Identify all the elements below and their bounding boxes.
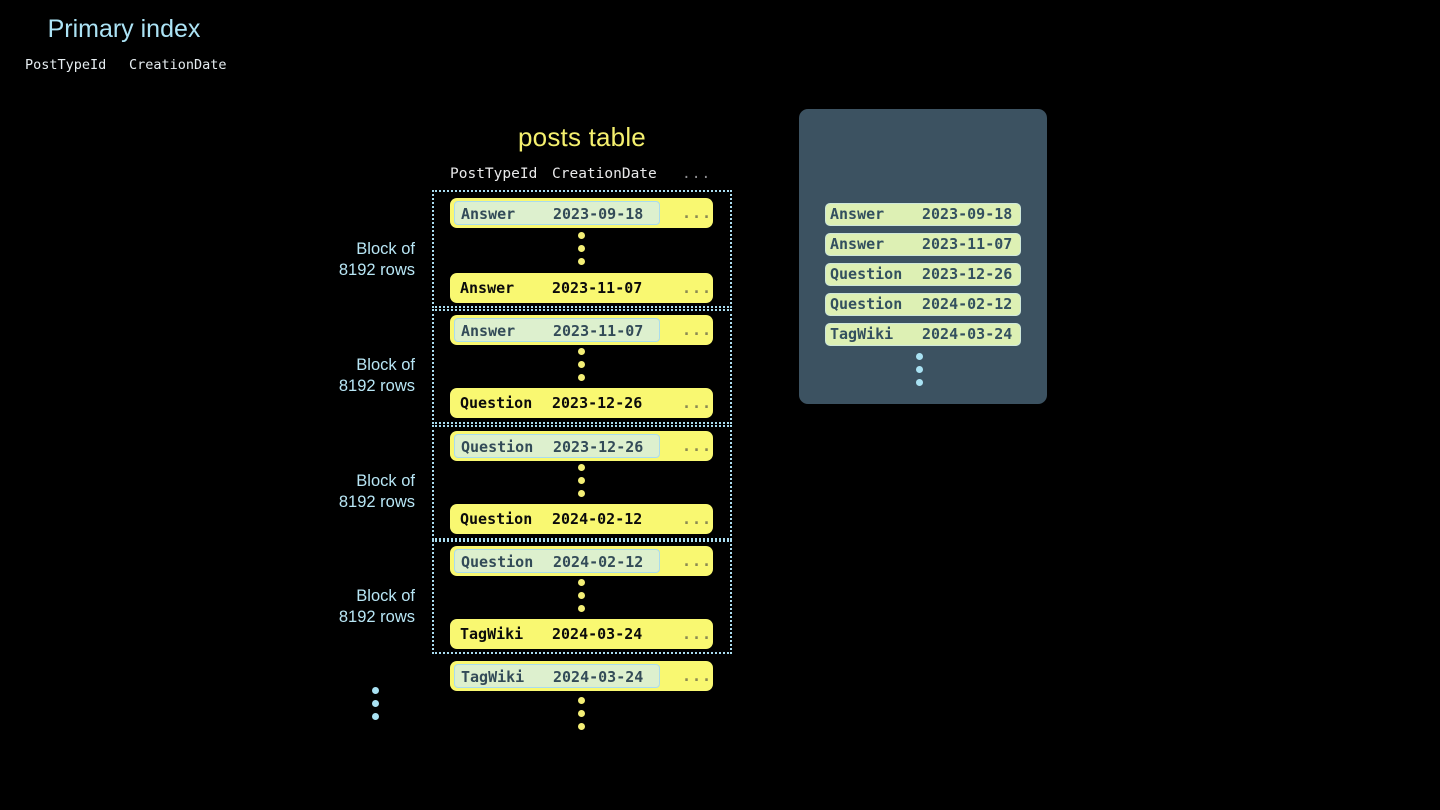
table-row[interactable]: Question 2024-02-12 ... bbox=[450, 546, 713, 576]
cell-more: ... bbox=[682, 625, 713, 643]
block-outline-4 bbox=[432, 540, 732, 654]
cell-creationdate: 2024-02-12 bbox=[553, 553, 644, 571]
posts-table-column-headers: PostTypeId CreationDate ... bbox=[450, 166, 714, 186]
row-highlight-box: TagWiki 2024-03-24 bbox=[454, 664, 660, 688]
row-highlight-box: Answer 2023-11-07 bbox=[454, 318, 660, 342]
cell-more: ... bbox=[682, 279, 713, 297]
primary-index-title: Primary index bbox=[47, 15, 201, 43]
table-row[interactable]: Answer 2023-11-07 ... bbox=[450, 273, 713, 303]
index-row[interactable]: TagWiki 2024-03-24 bbox=[825, 323, 1021, 346]
cell-posttypeid: Answer bbox=[460, 279, 515, 297]
block-label-4-line1: Block of bbox=[356, 587, 415, 605]
cell-posttypeid: Answer bbox=[461, 205, 516, 223]
table-row[interactable]: Answer 2023-11-07 ... bbox=[450, 315, 713, 345]
cell-creationdate: 2024-03-24 bbox=[922, 325, 1013, 343]
column-header-creationdate: CreationDate bbox=[552, 166, 657, 182]
row-cells: TagWiki 2024-03-24 bbox=[454, 622, 660, 646]
cell-more: ... bbox=[682, 552, 713, 570]
row-ellipsis-dots-1 bbox=[578, 232, 588, 271]
table-ellipsis-dots bbox=[578, 697, 588, 736]
cell-posttypeid: Question bbox=[461, 438, 534, 456]
cell-posttypeid: Question bbox=[460, 510, 533, 528]
table-row[interactable]: Question 2024-02-12 ... bbox=[450, 504, 713, 534]
cell-posttypeid: Question bbox=[460, 394, 533, 412]
block-label-1: Block of 8192 rows bbox=[265, 239, 415, 281]
cell-posttypeid: Question bbox=[461, 553, 534, 571]
primary-index-column-headers: PostTypeId CreationDate bbox=[25, 57, 227, 77]
cell-posttypeid: Question bbox=[830, 295, 903, 313]
posts-table-title: posts table bbox=[518, 122, 646, 152]
cell-creationdate: 2023-12-26 bbox=[922, 265, 1013, 283]
block-label-2-line1: Block of bbox=[356, 356, 415, 374]
index-row[interactable]: Answer 2023-11-07 bbox=[825, 233, 1021, 256]
cell-posttypeid: TagWiki bbox=[461, 668, 525, 686]
cell-more: ... bbox=[682, 204, 713, 222]
column-header-posttypeid: PostTypeId bbox=[450, 166, 538, 182]
cell-creationdate: 2024-02-12 bbox=[552, 510, 643, 528]
index-row[interactable]: Question 2023-12-26 bbox=[825, 263, 1021, 286]
cell-more: ... bbox=[682, 321, 713, 339]
block-ellipsis-dots bbox=[372, 687, 382, 726]
block-label-3-line1: Block of bbox=[356, 472, 415, 490]
cell-posttypeid: Question bbox=[830, 265, 903, 283]
cell-creationdate: 2024-03-24 bbox=[553, 668, 644, 686]
cell-posttypeid: TagWiki bbox=[830, 325, 894, 343]
table-row[interactable]: TagWiki 2024-03-24 ... bbox=[450, 619, 713, 649]
row-highlight-box: Question 2024-02-12 bbox=[454, 549, 660, 573]
cell-creationdate: 2023-11-07 bbox=[552, 279, 643, 297]
primary-index-panel bbox=[799, 109, 1047, 404]
column-header-more: ... bbox=[682, 166, 712, 182]
block-label-3: Block of 8192 rows bbox=[265, 471, 415, 513]
block-label-1-line1: Block of bbox=[356, 240, 415, 258]
cell-more: ... bbox=[682, 394, 713, 412]
cell-creationdate: 2023-12-26 bbox=[553, 438, 644, 456]
row-ellipsis-dots-4 bbox=[578, 579, 588, 618]
row-highlight-box: Question 2023-12-26 bbox=[454, 434, 660, 458]
block-outline-1 bbox=[432, 190, 732, 308]
cell-posttypeid: Answer bbox=[830, 205, 885, 223]
cell-creationdate: 2023-09-18 bbox=[553, 205, 644, 223]
block-label-4: Block of 8192 rows bbox=[265, 586, 415, 628]
index-row[interactable]: Answer 2023-09-18 bbox=[825, 203, 1021, 226]
column-header-posttypeid: PostTypeId bbox=[25, 57, 107, 73]
cell-more: ... bbox=[682, 510, 713, 528]
cell-creationdate: 2023-11-07 bbox=[553, 322, 644, 340]
table-row[interactable]: Question 2023-12-26 ... bbox=[450, 388, 713, 418]
block-outline-2 bbox=[432, 309, 732, 424]
block-label-1-line2: 8192 rows bbox=[338, 261, 415, 279]
table-row-trailing[interactable]: TagWiki 2024-03-24 ... bbox=[450, 661, 713, 691]
index-row[interactable]: Question 2024-02-12 bbox=[825, 293, 1021, 316]
column-header-creationdate: CreationDate bbox=[129, 57, 227, 73]
row-cells: Question 2024-02-12 bbox=[454, 507, 660, 531]
table-row[interactable]: Question 2023-12-26 ... bbox=[450, 431, 713, 461]
cell-creationdate: 2024-02-12 bbox=[922, 295, 1013, 313]
cell-posttypeid: Answer bbox=[461, 322, 516, 340]
index-ellipsis-dots bbox=[916, 353, 926, 392]
cell-creationdate: 2024-03-24 bbox=[552, 625, 643, 643]
cell-creationdate: 2023-12-26 bbox=[552, 394, 643, 412]
cell-more: ... bbox=[682, 667, 713, 685]
block-label-2: Block of 8192 rows bbox=[265, 355, 415, 397]
row-ellipsis-dots-2 bbox=[578, 348, 588, 387]
block-label-4-line2: 8192 rows bbox=[338, 608, 415, 626]
table-row[interactable]: Answer 2023-09-18 ... bbox=[450, 198, 713, 228]
block-label-3-line2: 8192 rows bbox=[338, 493, 415, 511]
block-label-2-line2: 8192 rows bbox=[338, 377, 415, 395]
cell-creationdate: 2023-09-18 bbox=[922, 205, 1013, 223]
row-highlight-box: Answer 2023-09-18 bbox=[454, 201, 660, 225]
cell-more: ... bbox=[682, 437, 713, 455]
row-ellipsis-dots-3 bbox=[578, 464, 588, 503]
block-outline-3 bbox=[432, 425, 732, 540]
cell-creationdate: 2023-11-07 bbox=[922, 235, 1013, 253]
cell-posttypeid: Answer bbox=[830, 235, 885, 253]
cell-posttypeid: TagWiki bbox=[460, 625, 524, 643]
row-cells: Answer 2023-11-07 bbox=[454, 276, 660, 300]
row-cells: Question 2023-12-26 bbox=[454, 391, 660, 415]
